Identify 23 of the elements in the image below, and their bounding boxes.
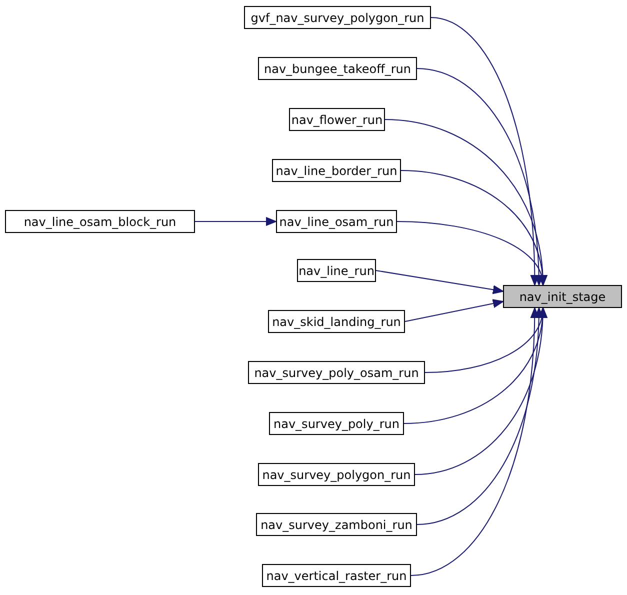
function-box: nav_survey_polygon_run — [258, 463, 415, 486]
function-box: nav_survey_zamboni_run — [256, 513, 417, 536]
function-box: nav_init_stage — [503, 285, 622, 308]
function-box: nav_skid_landing_run — [268, 310, 405, 333]
function-box: nav_line_border_run — [272, 159, 401, 182]
call-arrow — [404, 299, 504, 322]
call-arrow — [194, 217, 276, 226]
function-box: nav_bungee_takeoff_run — [258, 57, 417, 80]
function-box: gvf_nav_survey_polygon_run — [244, 6, 431, 29]
call-arrow — [430, 17, 539, 286]
function-box: nav_vertical_raster_run — [262, 564, 411, 587]
call-arrow — [416, 308, 544, 525]
function-box: nav_flower_run — [289, 108, 385, 131]
function-box: nav_survey_poly_osam_run — [248, 361, 425, 384]
call-arrow — [410, 308, 539, 576]
function-box: nav_line_run — [297, 259, 376, 282]
function-box: nav_line_osam_block_run — [5, 210, 195, 233]
call-arrow — [396, 221, 546, 286]
call-arrow — [416, 68, 544, 286]
function-box: nav_survey_poly_run — [269, 412, 404, 435]
function-box: nav_line_osam_run — [276, 210, 397, 233]
call-arrow — [376, 270, 504, 294]
call-arrow — [414, 308, 547, 475]
